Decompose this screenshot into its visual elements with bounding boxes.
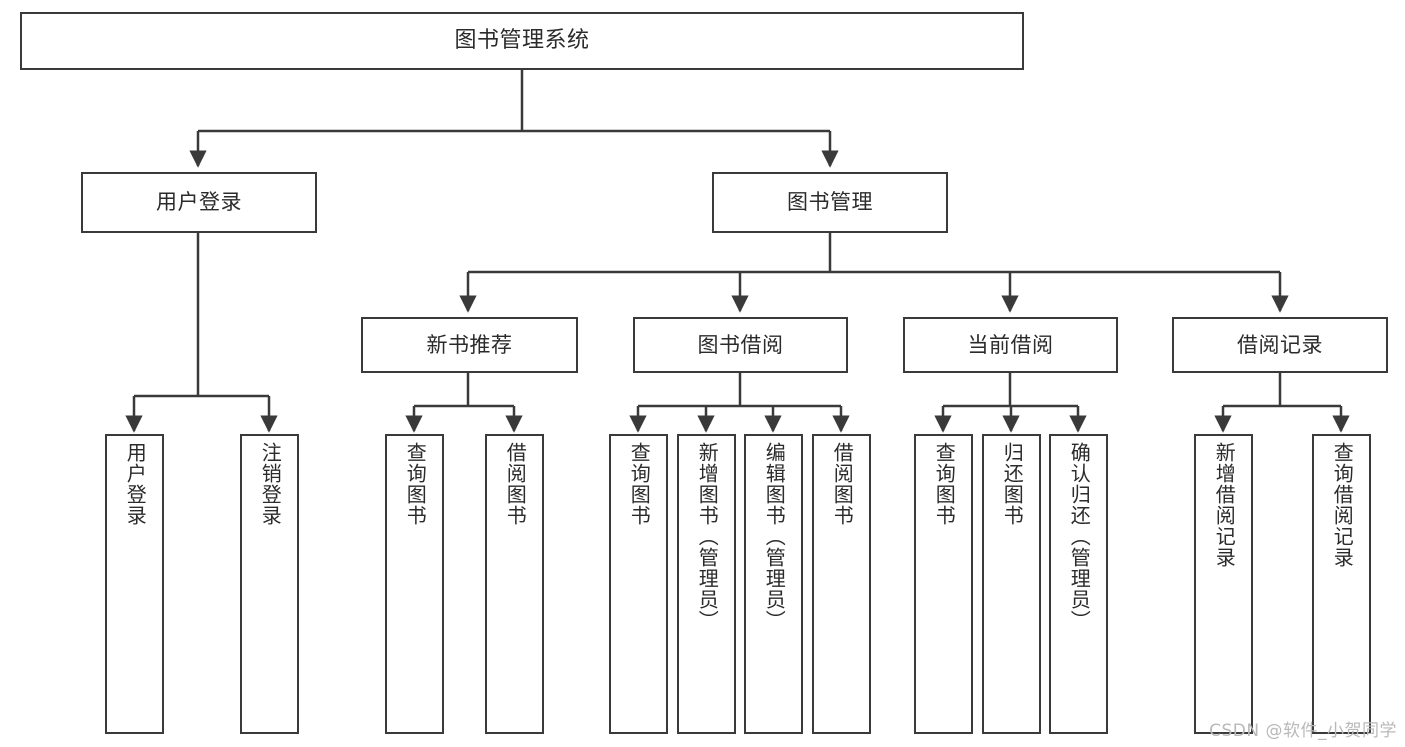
node-label: 归还图书 <box>1000 442 1025 526</box>
node-label: 查询图书 <box>403 442 428 526</box>
leaf-current-borrow-query-book[interactable]: 查询图书 <box>914 434 973 734</box>
node-current-borrow[interactable]: 当前借阅 <box>903 317 1118 373</box>
leaf-user-login-login[interactable]: 用户登录 <box>105 434 164 734</box>
leaf-user-login-logout[interactable]: 注销登录 <box>240 434 299 734</box>
leaf-book-borrow-edit-book-admin[interactable]: 编辑图书（管理员） <box>744 434 803 734</box>
node-book-borrow[interactable]: 图书借阅 <box>633 317 848 373</box>
node-label: 用户登录 <box>123 442 148 526</box>
node-label: 图书管理系统 <box>454 28 590 54</box>
leaf-book-borrow-query-book[interactable]: 查询图书 <box>609 434 668 734</box>
leaf-borrow-record-add-record[interactable]: 新增借阅记录 <box>1194 434 1253 734</box>
node-root-book-management-system[interactable]: 图书管理系统 <box>20 12 1024 70</box>
leaf-new-book-borrow-book[interactable]: 借阅图书 <box>485 434 544 734</box>
node-label: 确认归还（管理员） <box>1067 442 1092 631</box>
node-label: 图书管理 <box>787 190 873 215</box>
leaf-current-borrow-confirm-return-admin[interactable]: 确认归还（管理员） <box>1049 434 1108 734</box>
node-user-login[interactable]: 用户登录 <box>81 172 317 233</box>
node-label: 图书借阅 <box>697 332 784 357</box>
node-label: 编辑图书（管理员） <box>762 442 787 631</box>
node-label: 新增借阅记录 <box>1212 442 1237 568</box>
node-label: 借阅记录 <box>1237 332 1323 357</box>
node-label: 新书推荐 <box>426 332 513 357</box>
leaf-current-borrow-return-book[interactable]: 归还图书 <box>982 434 1041 734</box>
node-label: 借阅图书 <box>503 442 528 526</box>
node-label: 借阅图书 <box>830 442 855 526</box>
node-book-management[interactable]: 图书管理 <box>712 172 948 233</box>
node-label: 新增图书（管理员） <box>695 442 720 631</box>
leaf-new-book-query-book[interactable]: 查询图书 <box>385 434 444 734</box>
node-label: 查询借阅记录 <box>1330 442 1355 568</box>
leaf-borrow-record-query-record[interactable]: 查询借阅记录 <box>1312 434 1371 734</box>
node-new-book-recommend[interactable]: 新书推荐 <box>361 317 578 373</box>
node-borrow-record[interactable]: 借阅记录 <box>1172 317 1388 373</box>
node-label: 查询图书 <box>627 442 652 526</box>
csdn-watermark: CSDN @软件_小贺同学 <box>1209 721 1397 741</box>
node-label: 注销登录 <box>258 442 283 526</box>
leaf-book-borrow-borrow-book[interactable]: 借阅图书 <box>812 434 871 734</box>
leaf-book-borrow-add-book-admin[interactable]: 新增图书（管理员） <box>677 434 736 734</box>
node-label: 当前借阅 <box>967 332 1054 357</box>
node-label: 用户登录 <box>156 190 242 215</box>
node-label: 查询图书 <box>932 442 957 526</box>
